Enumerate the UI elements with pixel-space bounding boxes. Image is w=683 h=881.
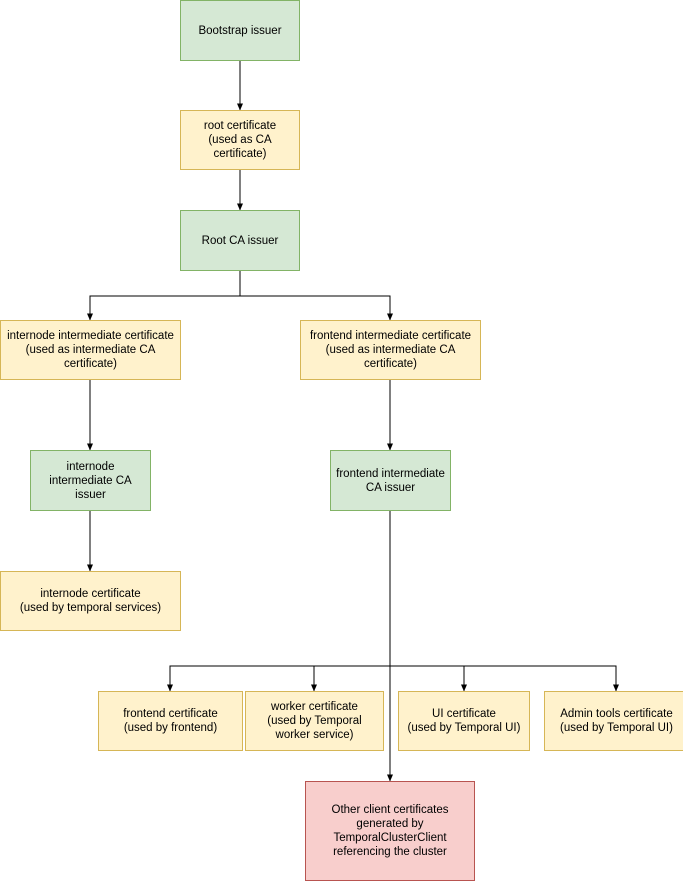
edge-frontend-issuer-to-admin-tools-certificate [389,511,619,692]
node-bootstrap-issuer[interactable]: Bootstrap issuer [180,0,300,61]
node-label: frontend intermediate CA issuer [336,467,445,494]
edge-frontend-issuer-to-frontend-certificate [167,511,391,692]
node-label: internode intermediate CA issuer [49,460,132,501]
node-worker-certificate[interactable]: worker certificate (used by Temporal wor… [245,691,384,751]
node-internode-certificate[interactable]: internode certificate (used by temporal … [0,571,181,631]
node-frontend-certificate[interactable]: frontend certificate (used by frontend) [98,691,243,751]
node-internode-intermediate-certificate[interactable]: internode intermediate certificate (used… [0,320,181,380]
node-label: UI certificate (used by Temporal UI) [407,708,521,734]
node-other-client-certificates[interactable]: Other client certificates generated by T… [305,781,475,881]
node-label: frontend intermediate certificate (used … [309,330,472,370]
connector-group [87,61,619,782]
node-frontend-intermediate-certificate[interactable]: frontend intermediate certificate (used … [300,320,481,380]
node-admin-tools-certificate[interactable]: Admin tools certificate (used by Tempora… [544,691,683,751]
node-label: worker certificate (used by Temporal wor… [267,701,362,741]
edge-frontend-issuer-to-ui-certificate [389,511,467,692]
node-label: internode certificate (used by temporal … [19,588,162,614]
edge-root-ca-issuer-to-internode-intermediate-cert [87,271,241,321]
edge-frontend-issuer-to-worker-certificate [311,511,391,692]
node-label: Other client certificates generated by T… [331,804,449,858]
node-label: Bootstrap issuer [198,24,282,37]
node-label: frontend certificate (used by frontend) [123,708,218,734]
node-root-certificate[interactable]: root certificate (used as CA certificate… [180,110,300,170]
node-root-ca-issuer[interactable]: Root CA issuer [180,210,300,271]
edge-root-ca-issuer-to-frontend-intermediate-cert [239,271,393,321]
node-ui-certificate[interactable]: UI certificate (used by Temporal UI) [398,691,530,751]
node-label: internode intermediate certificate (used… [7,330,174,370]
node-frontend-intermediate-ca-issuer[interactable]: frontend intermediate CA issuer [330,450,451,511]
node-internode-intermediate-ca-issuer[interactable]: internode intermediate CA issuer [30,450,151,511]
node-label: Admin tools certificate (used by Tempora… [560,708,673,734]
node-label: Root CA issuer [201,234,279,247]
node-label: root certificate (used as CA certificate… [203,120,277,160]
